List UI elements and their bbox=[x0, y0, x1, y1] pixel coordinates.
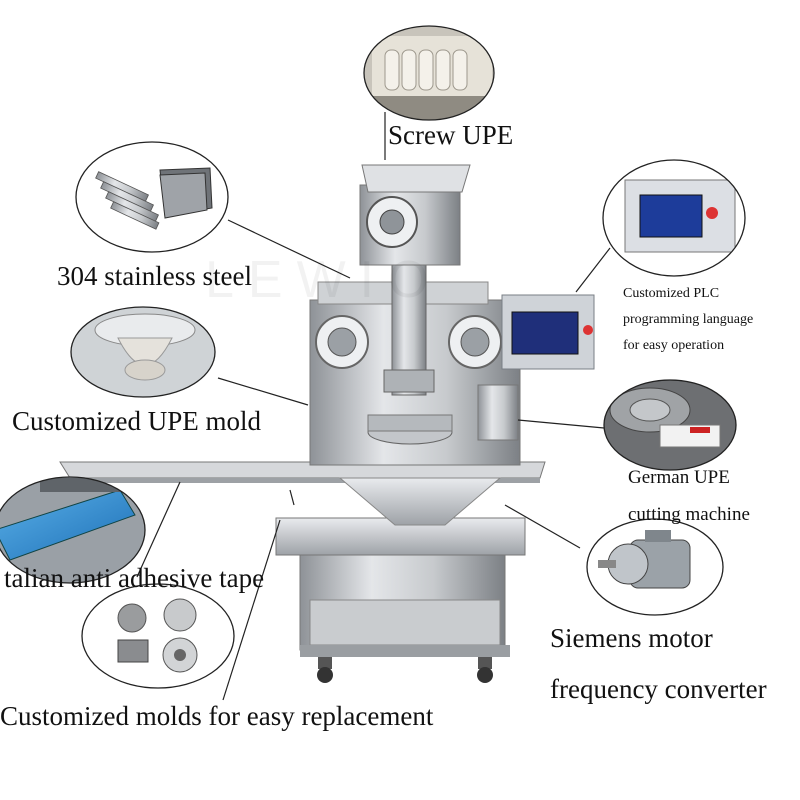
inset-replacement-molds bbox=[81, 583, 235, 689]
label-plc-line1: Customized PLC bbox=[623, 286, 720, 301]
control-panel bbox=[501, 294, 595, 370]
inset-siemens-motor bbox=[586, 518, 724, 616]
inset-upe-mold bbox=[70, 306, 216, 398]
label-screw-upe: Screw UPE bbox=[388, 120, 514, 150]
caster-wheel bbox=[477, 657, 493, 683]
inset-anti-adhesive-tape bbox=[0, 476, 146, 584]
inset-plc-panel bbox=[602, 159, 746, 277]
inset-cutting-machine bbox=[603, 379, 737, 471]
caster-wheel bbox=[317, 657, 333, 683]
label-plc-line2: programming language bbox=[623, 312, 754, 327]
label-cutting-line1: German UPE bbox=[628, 467, 730, 488]
label-stainless-steel: 304 stainless steel bbox=[57, 261, 252, 291]
label-cutting-line2: cutting machine bbox=[628, 504, 750, 525]
watermark: LEWIO bbox=[205, 251, 443, 309]
inset-screw-upe bbox=[363, 25, 495, 121]
label-anti-adhesive-tape: talian anti adhesive tape bbox=[4, 563, 265, 593]
encrusting-machine bbox=[59, 164, 595, 683]
inset-stainless-steel bbox=[75, 141, 229, 253]
label-upe-mold: Customized UPE mold bbox=[12, 406, 261, 436]
label-motor-line2: frequency converter bbox=[550, 674, 767, 704]
label-motor-line1: Siemens motor bbox=[550, 623, 713, 653]
label-plc-line3: for easy operation bbox=[623, 338, 725, 353]
callout-lines bbox=[136, 112, 611, 701]
label-replacement-molds: Customized molds for easy replacement bbox=[0, 701, 434, 731]
